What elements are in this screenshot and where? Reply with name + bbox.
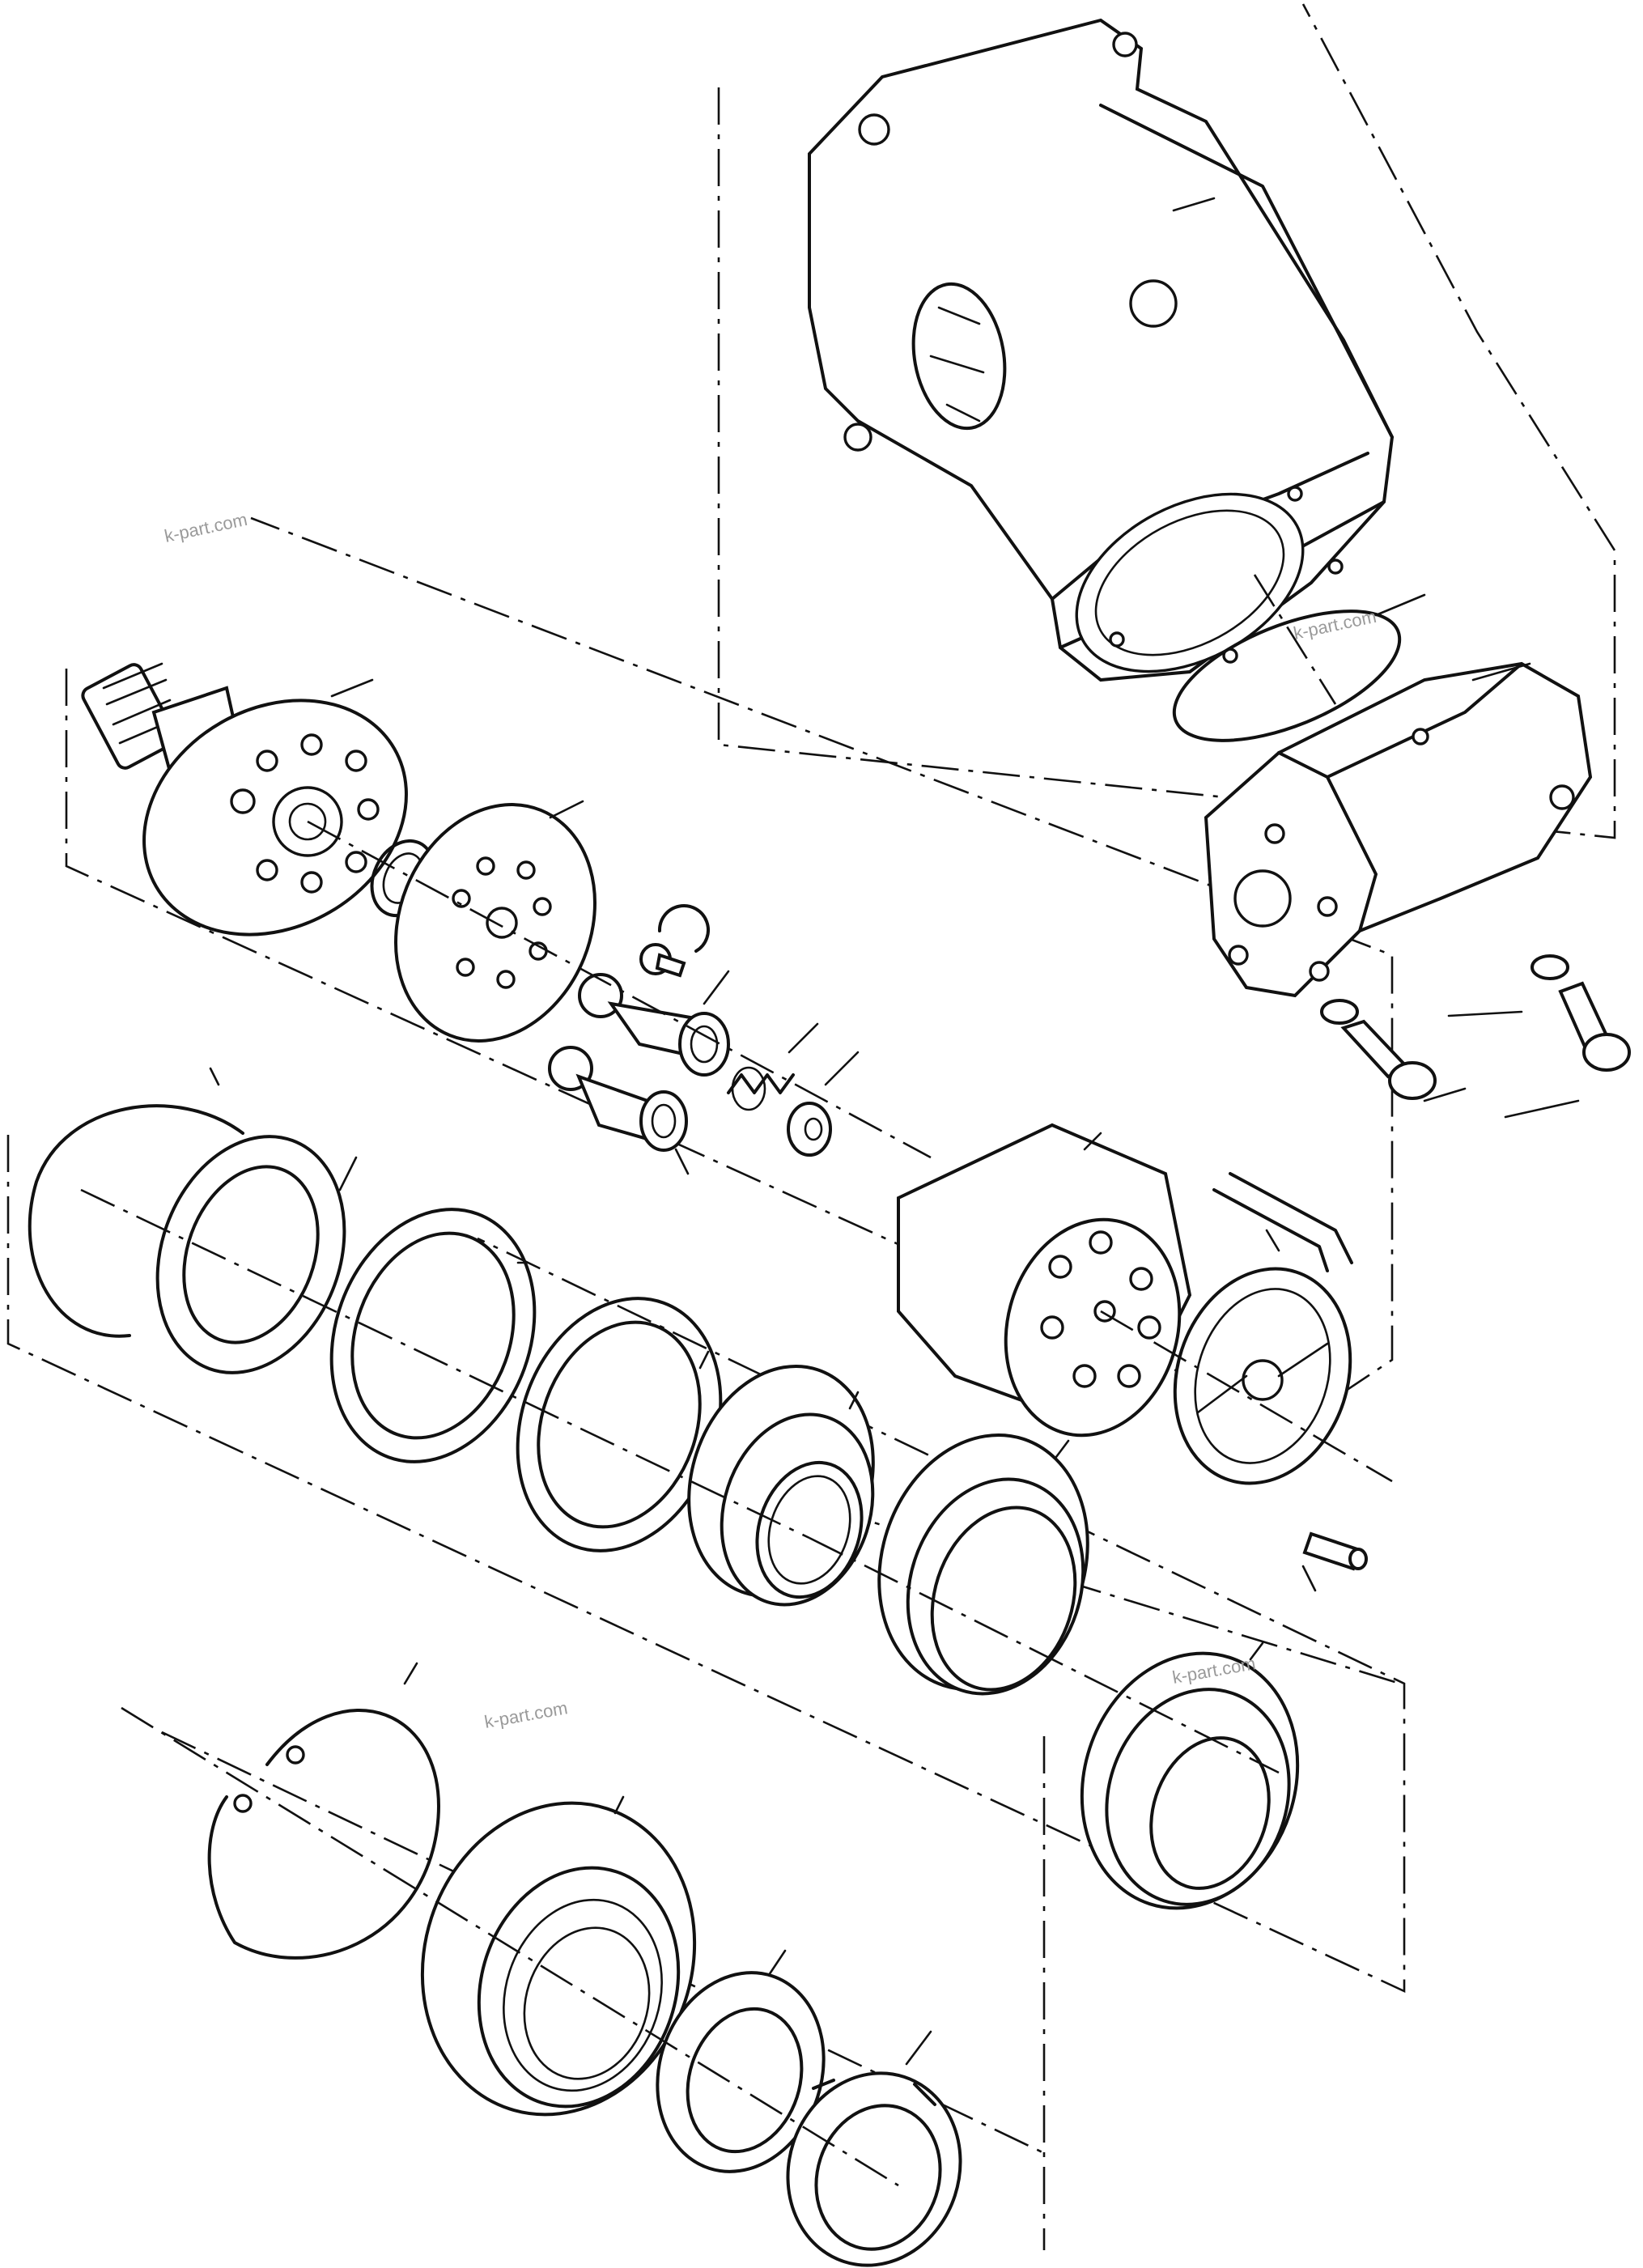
shim-ring-2 — [329, 1208, 537, 1463]
shim-ring-1 — [155, 1135, 358, 1374]
bearing-group-frame — [6, 1135, 1406, 1994]
drive-shaft — [81, 662, 408, 937]
center-line — [1253, 574, 1337, 705]
center-line — [80, 1188, 810, 1540]
taper-roller-bearing — [1080, 1642, 1300, 1910]
oil-seal — [656, 1949, 826, 2173]
bearing-cup — [877, 1433, 1089, 1696]
lock-nut — [786, 2030, 962, 2267]
spring — [727, 1066, 795, 1111]
piston-lower — [548, 1046, 688, 1152]
center-line — [809, 1536, 1280, 1774]
cylinder-block — [897, 1123, 1353, 1438]
spring-seat — [787, 1102, 832, 1157]
port-plate-block — [1204, 661, 1593, 998]
snap-ring-internal — [207, 1662, 440, 1960]
piston-upper — [578, 973, 730, 1077]
center-screw — [639, 904, 710, 978]
housing-group-frame — [717, 3, 1616, 839]
ball-bearing — [687, 1364, 875, 1607]
valve-plate — [1173, 1229, 1352, 1485]
center-line — [307, 820, 932, 1159]
watermark: k-part.com — [483, 1697, 570, 1732]
center-line — [121, 1706, 899, 2187]
cap-screw-left — [1320, 999, 1437, 1100]
seal-carrier — [420, 1795, 697, 2117]
housing-o-ring — [1172, 593, 1426, 742]
cap-screw-right — [1530, 954, 1631, 1072]
center-line — [1100, 1310, 1393, 1483]
snap-ring-large — [28, 1067, 244, 1338]
watermark: k-part.com — [163, 509, 249, 546]
dowel-pin — [1301, 1531, 1368, 1592]
motor-housing — [808, 18, 1395, 682]
